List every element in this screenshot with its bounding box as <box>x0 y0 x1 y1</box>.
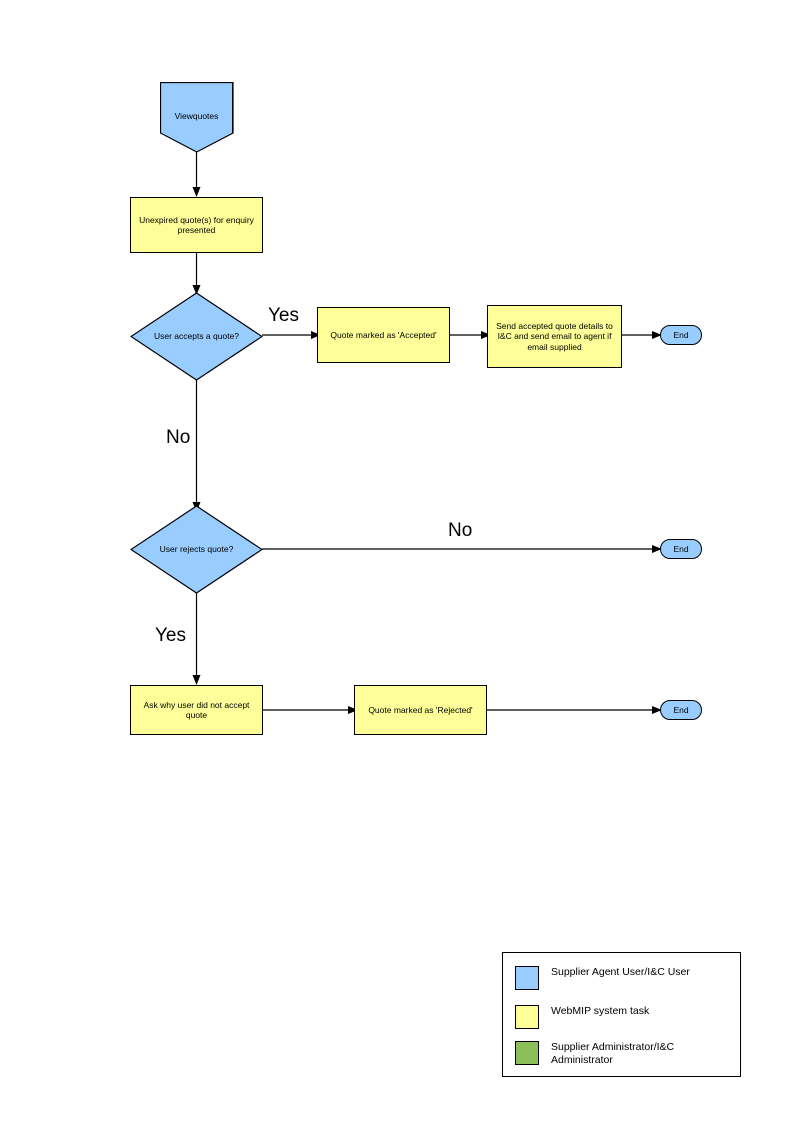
end-node-rejected-label: End <box>673 704 689 715</box>
end-node-no-reject[interactable]: End <box>660 539 702 559</box>
legend-swatch-supplier-administrator <box>515 1041 539 1065</box>
edge-label-accept-yes: Yes <box>268 305 299 326</box>
decision-user-accepts-quote[interactable]: User accepts a quote? <box>130 292 263 381</box>
task-quote-marked-accepted[interactable]: Quote marked as 'Accepted' <box>317 307 450 363</box>
legend-box: Supplier Agent User/I&C User WebMIP syst… <box>502 952 741 1077</box>
edge-label-reject-yes: Yes <box>155 625 186 646</box>
task-unexpired-quotes-label: Unexpired quote(s) for enquiry presented <box>139 214 254 235</box>
edge-label-reject-no: No <box>448 520 473 541</box>
legend-swatch-webmip-system-task <box>515 1005 539 1029</box>
end-node-rejected[interactable]: End <box>660 700 702 720</box>
task-quote-marked-accepted-label: Quote marked as 'Accepted' <box>330 329 437 340</box>
task-send-accepted-details-label: Send accepted quote details to I&C and s… <box>496 321 613 352</box>
end-node-accepted[interactable]: End <box>660 325 702 345</box>
decision-user-rejects-quote[interactable]: User rejects quote? <box>130 505 263 594</box>
legend-item-1: WebMIP system task <box>515 1005 649 1029</box>
edge-label-accept-no: No <box>166 427 191 448</box>
task-quote-marked-rejected-label: Quote marked as 'Rejected' <box>368 704 473 715</box>
start-node-label: Viewquotes <box>174 111 219 121</box>
legend-label-webmip-system-task: WebMIP system task <box>551 1005 650 1017</box>
end-node-no-reject-label: End <box>673 543 689 554</box>
decision-user-accepts-quote-label: User accepts a quote? <box>153 331 240 342</box>
legend-swatch-supplier-agent-user <box>515 966 539 990</box>
task-unexpired-quotes[interactable]: Unexpired quote(s) for enquiry presented <box>130 197 263 253</box>
legend-label-supplier-administrator: Supplier Administrator/I&C Administrator <box>551 1041 675 1067</box>
legend-item-0: Supplier Agent User/I&C User <box>515 966 690 990</box>
decision-diamond-shape <box>130 505 263 594</box>
task-quote-marked-rejected[interactable]: Quote marked as 'Rejected' <box>354 685 487 735</box>
start-node-viewquotes[interactable]: Viewquotes <box>160 82 233 152</box>
task-ask-why-not-accepted-label: Ask why user did not accept quote <box>143 699 250 720</box>
task-send-accepted-details[interactable]: Send accepted quote details to I&C and s… <box>487 305 622 368</box>
decision-diamond-shape <box>130 292 263 381</box>
legend-label-supplier-agent-user: Supplier Agent User/I&C User <box>551 966 690 978</box>
end-node-accepted-label: End <box>673 329 689 340</box>
decision-user-rejects-quote-label: User rejects quote? <box>159 544 234 555</box>
legend-item-2: Supplier Administrator/I&C Administrator <box>515 1041 674 1067</box>
task-ask-why-not-accepted[interactable]: Ask why user did not accept quote <box>130 685 263 735</box>
